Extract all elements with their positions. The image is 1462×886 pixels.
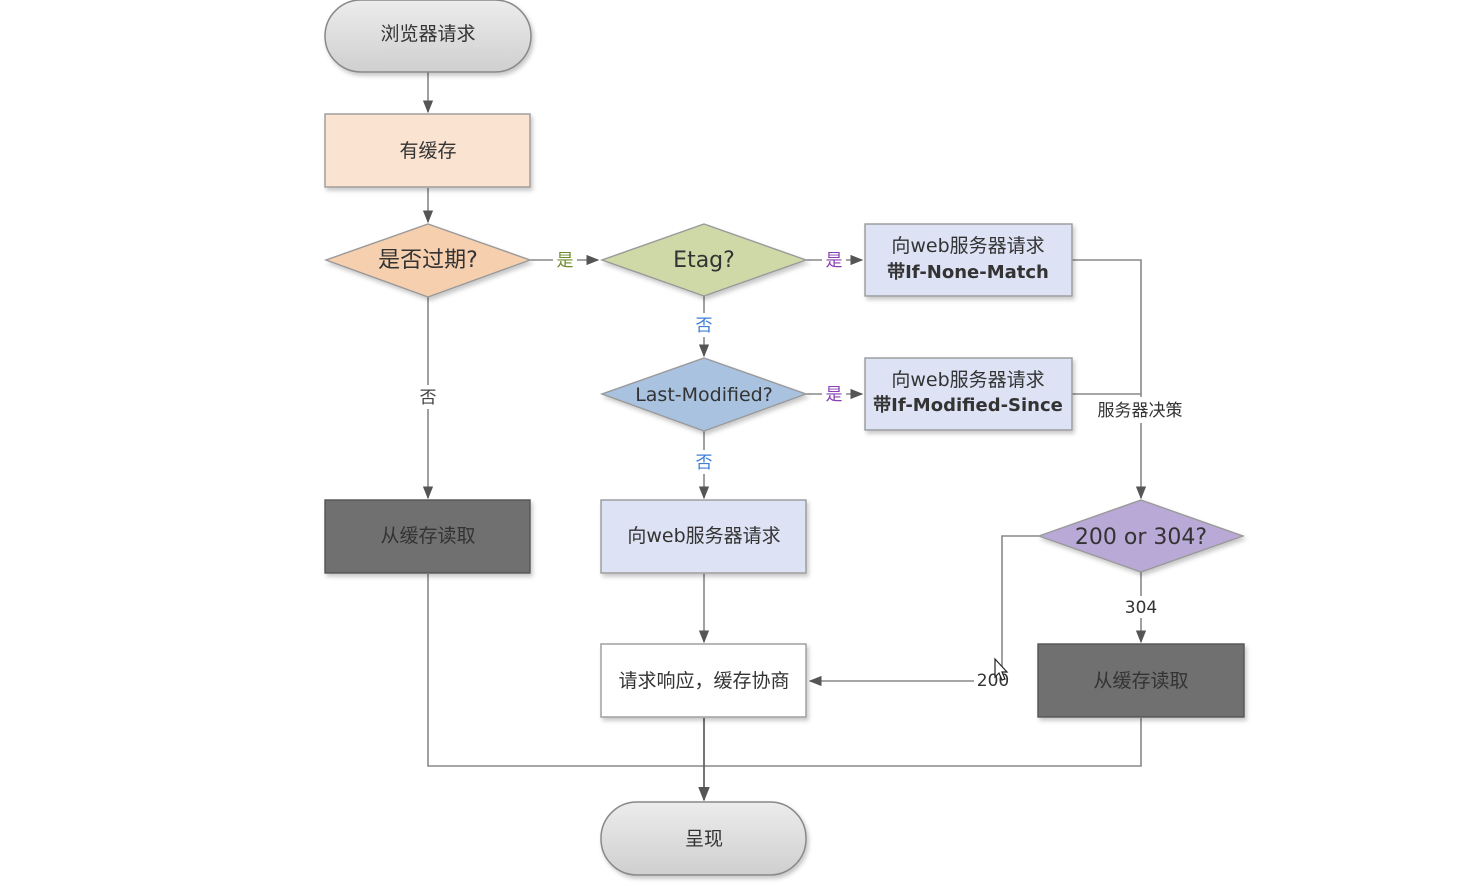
node-response-negotiate: 请求响应，缓存协商 xyxy=(600,643,807,718)
node-has-cache-label: 有缓存 xyxy=(399,140,456,162)
node-expired-decision: 是否过期? xyxy=(323,223,533,298)
label-yes-last-modified: 是 xyxy=(826,385,843,405)
node-request-if-modified-since: 向web服务器请求 带If-Modified-Since xyxy=(864,357,1073,431)
node-ifnonematch-line2: 带If-None-Match xyxy=(887,262,1049,283)
label-code-200: 200 xyxy=(977,671,1009,691)
edge-ifnonematch-to-status xyxy=(1072,259,1147,500)
node-web-request: 向web服务器请求 xyxy=(600,499,807,574)
node-read-cache-left: 从缓存读取 xyxy=(324,499,531,574)
label-yes-expired: 是 xyxy=(557,251,574,271)
node-ifmodifiedsince-line2: 带If-Modified-Since xyxy=(873,395,1063,416)
edge-readcache-right-to-render xyxy=(704,718,1142,767)
node-status-label: 200 or 304? xyxy=(1075,525,1207,550)
mouse-cursor-icon xyxy=(994,657,1009,681)
node-etag-label: Etag? xyxy=(673,248,735,273)
node-last-modified-label: Last-Modified? xyxy=(635,384,773,406)
node-read-cache-left-label: 从缓存读取 xyxy=(380,525,475,547)
label-no-expired: 否 xyxy=(420,388,437,408)
label-no-etag: 否 xyxy=(696,316,713,336)
node-etag-decision: Etag? xyxy=(599,223,809,297)
node-expired-label: 是否过期? xyxy=(378,248,478,273)
label-no-last-modified: 否 xyxy=(696,453,713,473)
node-request-if-none-match: 向web服务器请求 带If-None-Match xyxy=(864,223,1073,297)
node-ifmodifiedsince-line1: 向web服务器请求 xyxy=(891,369,1044,391)
edge-labels: 是 是 是 否 否 否 服务器决策 304 200 xyxy=(416,248,1192,691)
label-yes-etag: 是 xyxy=(826,251,843,271)
node-has-cache-box xyxy=(324,113,531,188)
node-read-cache-right-label: 从缓存读取 xyxy=(1093,670,1188,692)
node-read-cache-right: 从缓存读取 xyxy=(1037,643,1245,718)
label-code-304: 304 xyxy=(1125,598,1157,618)
node-browser-request: 浏览器请求 xyxy=(324,0,532,73)
node-render: 呈现 xyxy=(600,801,807,876)
label-server-decision: 服务器决策 xyxy=(1098,401,1183,421)
node-has-cache: 有缓存 xyxy=(324,113,531,188)
node-response-negotiate-label: 请求响应，缓存协商 xyxy=(618,670,789,692)
edge-readcache-left-to-render xyxy=(427,574,704,767)
edge-status-200-to-response xyxy=(808,535,1040,687)
node-render-label: 呈现 xyxy=(685,828,723,850)
node-status-decision: 200 or 304? xyxy=(1036,499,1246,573)
node-last-modified-decision: Last-Modified? xyxy=(599,357,809,432)
node-web-request-label: 向web服务器请求 xyxy=(627,525,780,547)
node-browser-request-label: 浏览器请求 xyxy=(380,23,475,45)
node-ifnonematch-line1: 向web服务器请求 xyxy=(891,235,1044,257)
